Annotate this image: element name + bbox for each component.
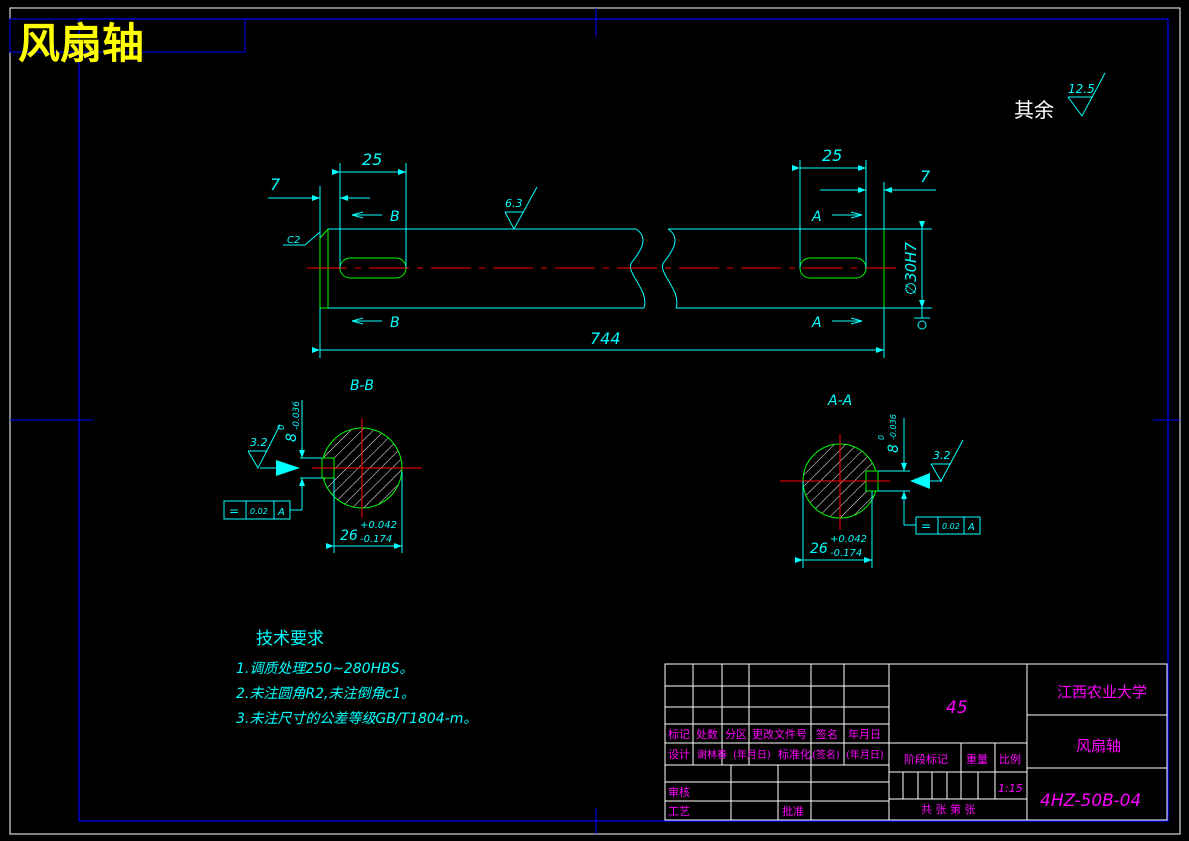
part-name: 风扇轴 xyxy=(1076,737,1121,755)
section-b-view: B-B 8 0 -0.036 3.2 = 0.02 A 26 +0.042 -0… xyxy=(223,378,422,553)
title-block xyxy=(664,663,1168,821)
svg-text:3.2: 3.2 xyxy=(933,449,951,462)
svg-text:8: 8 xyxy=(284,433,300,442)
technical-requirements: 技术要求 1.调质处理250~280HBS。 2.未注圆角R2,未注倒角c1。 … xyxy=(236,629,477,727)
svg-text:744: 744 xyxy=(590,329,621,348)
svg-text:标记: 标记 xyxy=(668,727,690,741)
svg-text:-0.174: -0.174 xyxy=(360,534,392,545)
svg-text:26: 26 xyxy=(340,528,358,544)
svg-text:分区: 分区 xyxy=(725,728,747,741)
svg-text:签名: 签名 xyxy=(816,727,838,741)
svg-text:A: A xyxy=(811,209,822,225)
svg-text:共 张 第 张: 共 张 第 张 xyxy=(921,802,976,816)
svg-text:批准: 批准 xyxy=(782,804,804,818)
scale-value: 1:15 xyxy=(998,782,1023,795)
svg-text:比例: 比例 xyxy=(999,752,1021,766)
svg-text:更改文件号: 更改文件号 xyxy=(752,727,807,741)
svg-text:=: = xyxy=(229,504,239,518)
svg-text:年月日: 年月日 xyxy=(848,727,881,741)
svg-text:26: 26 xyxy=(810,541,828,557)
section-a-view: A-A 8 0 -0.036 3.2 = 0.02 A 26 +0.042 -0… xyxy=(780,393,981,568)
svg-text:其余: 其余 xyxy=(1014,98,1054,122)
svg-text:工艺: 工艺 xyxy=(668,805,690,818)
svg-text:0.02: 0.02 xyxy=(250,507,268,516)
tech-item: 1.调质处理250~280HBS。 xyxy=(236,661,414,677)
svg-text:A: A xyxy=(811,315,822,331)
svg-text:(签名): (签名) xyxy=(812,748,840,761)
tech-item: 3.未注尺寸的公差等级GB/T1804-m。 xyxy=(236,711,477,727)
drawing-title: 风扇轴 xyxy=(18,19,144,68)
svg-text:标准化: 标准化 xyxy=(778,747,811,761)
svg-text:0: 0 xyxy=(877,435,886,440)
svg-text:阶段标记: 阶段标记 xyxy=(904,752,948,766)
svg-text:0.02: 0.02 xyxy=(942,522,960,531)
svg-text:B: B xyxy=(390,315,400,331)
sheet-frame xyxy=(9,7,1181,835)
material: 45 xyxy=(946,698,968,718)
svg-text:7: 7 xyxy=(270,175,281,194)
svg-text:B-B: B-B xyxy=(350,378,374,394)
svg-text:A-A: A-A xyxy=(827,393,852,409)
svg-text:25: 25 xyxy=(362,150,382,169)
svg-text:+0.042: +0.042 xyxy=(360,520,397,531)
svg-text:-0.174: -0.174 xyxy=(830,548,862,559)
tech-item: 2.未注圆角R2,未注倒角c1。 xyxy=(236,686,415,702)
title-block-text: 45 江西农业大学 风扇轴 4HZ-50B-04 1:15 标记 处数 分区 更… xyxy=(668,683,1147,818)
svg-text:(年月日): (年月日) xyxy=(733,748,771,761)
svg-text:处数: 处数 xyxy=(696,728,718,741)
svg-text:+0.042: +0.042 xyxy=(830,534,867,545)
svg-text:重量: 重量 xyxy=(966,752,988,766)
svg-text:8: 8 xyxy=(886,444,902,453)
svg-text:∅30H7: ∅30H7 xyxy=(902,242,920,295)
svg-text:25: 25 xyxy=(822,146,842,165)
svg-text:6.3: 6.3 xyxy=(505,197,523,210)
svg-text:12.5: 12.5 xyxy=(1068,82,1095,96)
svg-text:C2: C2 xyxy=(287,235,300,246)
drawing-number: 4HZ-50B-04 xyxy=(1040,791,1141,811)
svg-text:3.2: 3.2 xyxy=(250,436,268,449)
default-roughness: 其余 12.5 xyxy=(1014,72,1106,122)
tech-heading: 技术要求 xyxy=(256,629,324,649)
shaft-main-view: 25 25 7 7 C2 6.3 B B A A xyxy=(268,146,936,358)
svg-text:设计: 设计 xyxy=(668,748,690,761)
svg-text:审核: 审核 xyxy=(668,785,690,799)
svg-text:-0.036: -0.036 xyxy=(292,401,302,430)
svg-text:B: B xyxy=(390,209,400,225)
svg-text:-0.036: -0.036 xyxy=(889,414,898,440)
svg-text:谢林春: 谢林春 xyxy=(697,748,727,761)
school-name: 江西农业大学 xyxy=(1057,683,1147,701)
svg-text:(年月日): (年月日) xyxy=(846,748,884,761)
svg-text:A: A xyxy=(277,507,285,518)
svg-text:7: 7 xyxy=(920,167,931,186)
svg-text:0: 0 xyxy=(277,424,287,430)
svg-text:=: = xyxy=(921,519,931,533)
svg-text:A: A xyxy=(967,522,975,533)
